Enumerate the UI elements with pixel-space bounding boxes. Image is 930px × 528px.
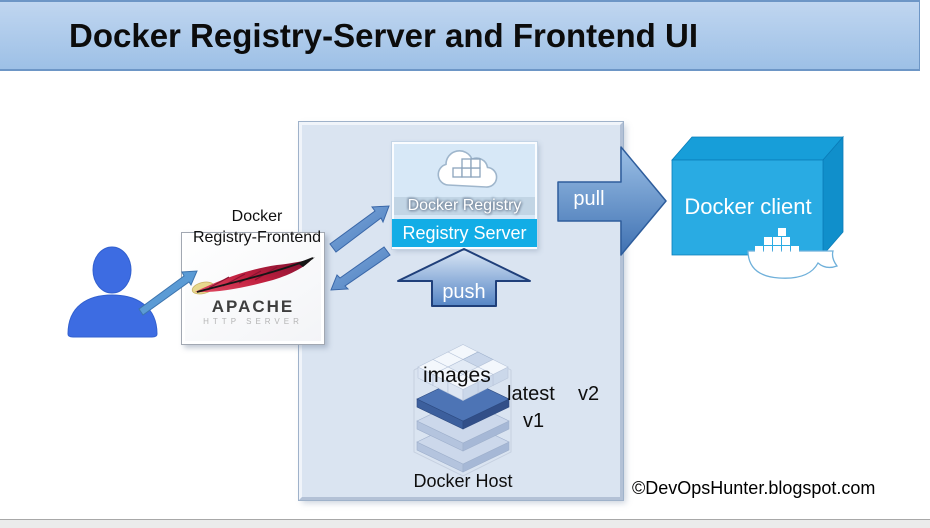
page-title: Docker Registry-Server and Frontend UI xyxy=(69,16,698,54)
user-silhouette-icon xyxy=(67,246,158,338)
docker-client-label: Docker client xyxy=(684,194,812,219)
registry-server-nameplate: Registry Server xyxy=(392,219,537,247)
apache-wordmark-sub: HTTP SERVER xyxy=(203,317,303,326)
push-label: push xyxy=(442,281,486,303)
frontend-label-line2: Registry-Frontend xyxy=(192,229,322,246)
images-label: images xyxy=(423,364,491,387)
copyright-credit: ©DevOpsHunter.blogspot.com xyxy=(632,478,876,498)
tag-latest: latest xyxy=(507,383,555,405)
apache-wordmark: APACHE xyxy=(211,297,295,316)
registry-cloud-caption: Docker Registry xyxy=(394,197,535,215)
tag-v2: v2 xyxy=(578,383,600,405)
pull-label: pull xyxy=(573,188,605,210)
bottom-window-bar xyxy=(0,519,930,528)
docker-whale-icon xyxy=(747,228,839,279)
apache-feather-icon xyxy=(191,257,315,295)
frontend-label: Docker Registry-Frontend xyxy=(167,206,347,248)
tag-v1: v1 xyxy=(523,410,545,432)
registry-cloud-icon xyxy=(436,150,497,188)
registry-frontend-box: APACHE HTTP SERVER xyxy=(181,232,325,345)
registry-server-name: Registry Server xyxy=(402,222,527,243)
frontend-label-line1: Docker xyxy=(231,208,283,225)
docker-host-label: Docker Host xyxy=(413,471,513,491)
title-banner: Docker Registry-Server and Frontend UI xyxy=(0,0,920,71)
